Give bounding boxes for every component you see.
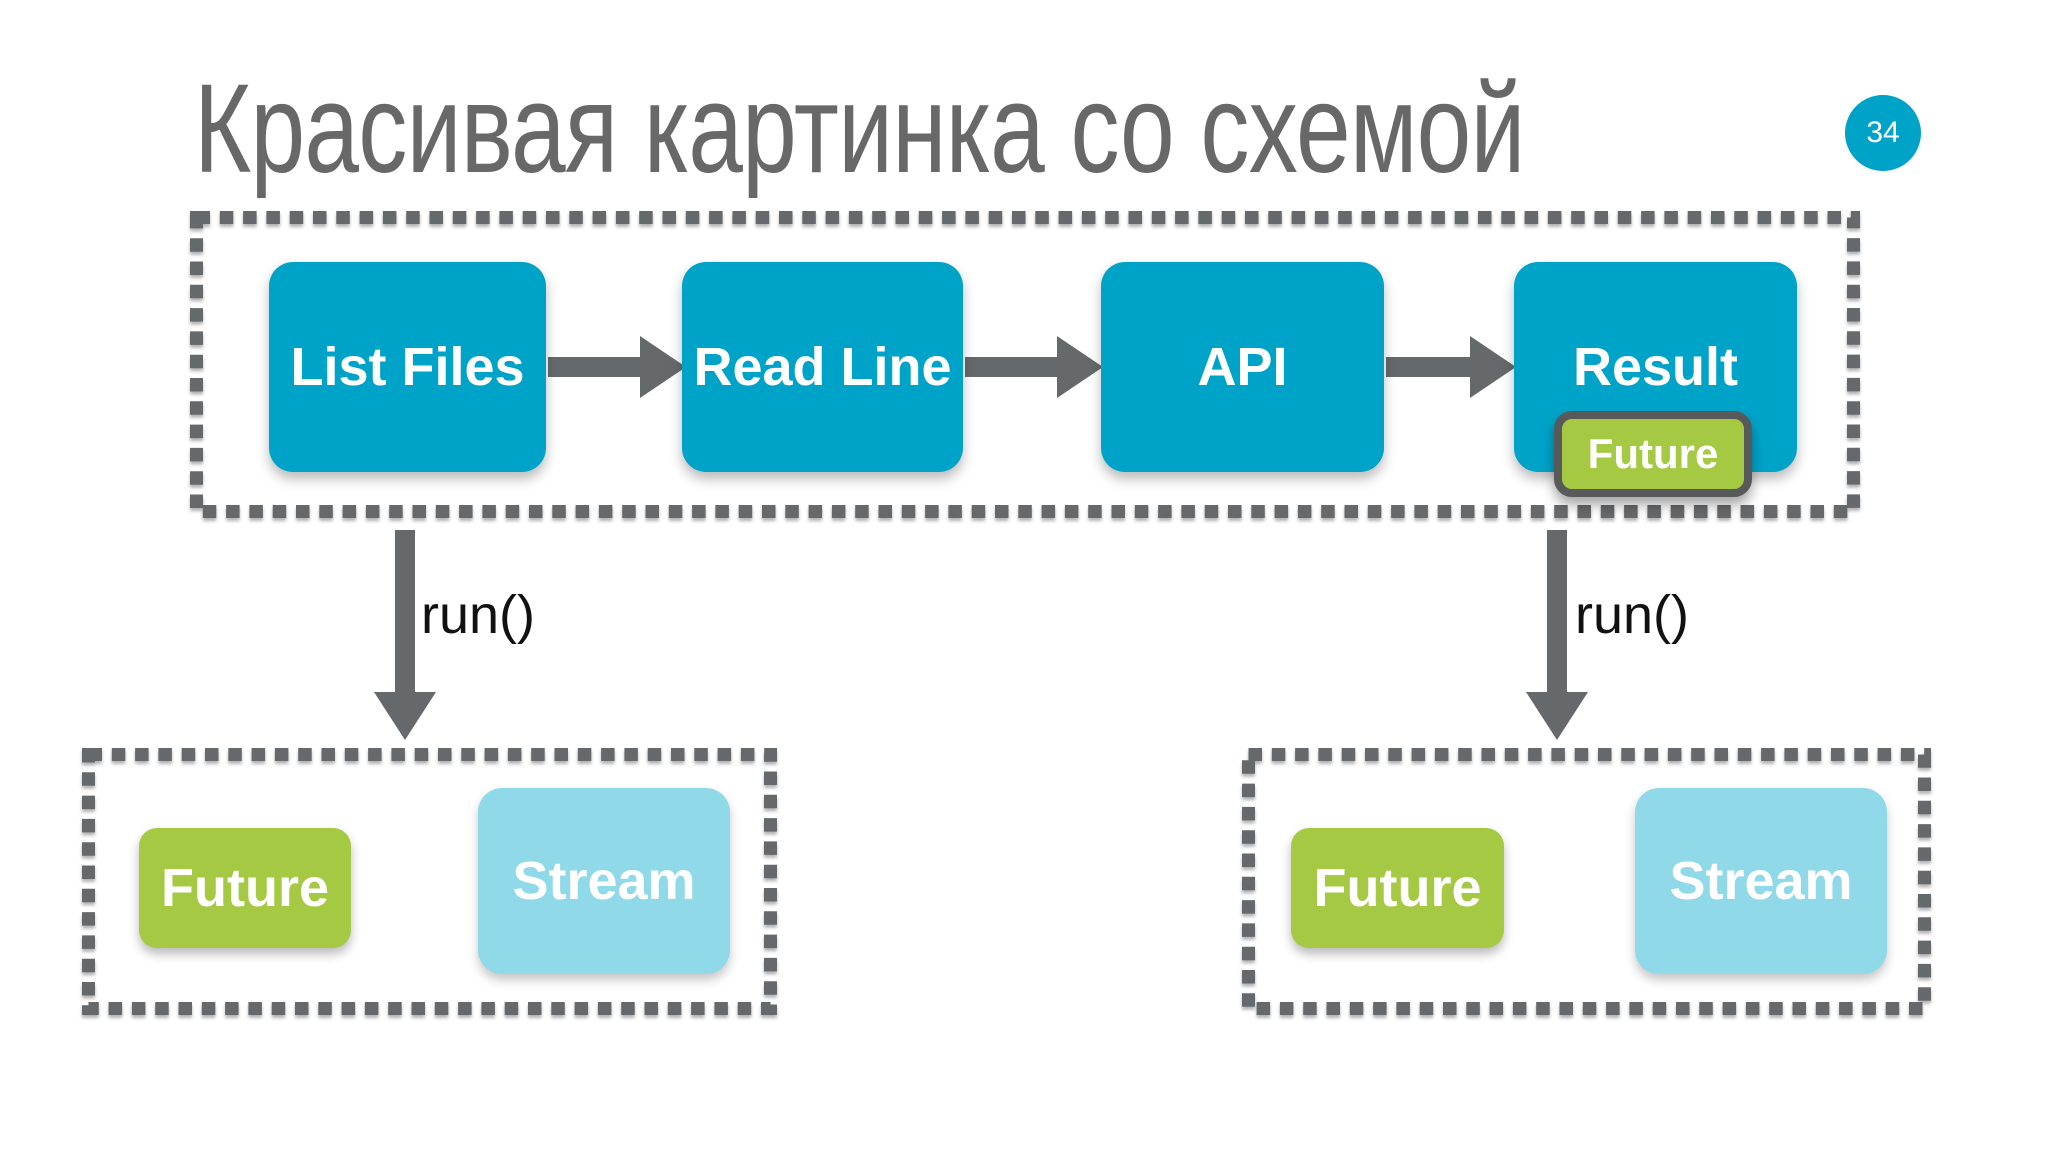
right-future-node: Future — [1291, 828, 1504, 948]
arrow-head-list-files-to-read-line — [640, 336, 686, 398]
left-stream-node: Stream — [478, 788, 730, 974]
arrow-head-run-right — [1526, 692, 1588, 740]
left-stream-label: Stream — [512, 851, 696, 911]
node-read-line: Read Line — [682, 262, 963, 472]
result-future-badge: Future — [1554, 411, 1752, 497]
right-future-label: Future — [1313, 858, 1482, 918]
node-result-label: Result — [1572, 337, 1739, 397]
arrow-head-api-to-result — [1470, 336, 1516, 398]
arrow-head-run-left — [374, 692, 436, 740]
node-api-label: API — [1197, 337, 1288, 397]
result-future-badge-label: Future — [1587, 430, 1719, 477]
run-call-label-left: run() — [421, 585, 536, 645]
page-number-badge: 34 — [1845, 95, 1921, 171]
output-frame-right — [1242, 748, 1931, 1015]
left-future-node: Future — [139, 828, 351, 948]
node-read-line-label: Read Line — [693, 337, 952, 397]
slide-title: Красивая картинка со схемой — [194, 58, 1525, 199]
node-list-files-label: List Files — [290, 337, 525, 397]
node-api: API — [1101, 262, 1384, 472]
right-stream-label: Stream — [1669, 851, 1853, 911]
right-stream-node: Stream — [1635, 788, 1887, 974]
node-list-files: List Files — [269, 262, 546, 472]
left-future-label: Future — [161, 858, 329, 918]
pipeline-frame — [190, 211, 1860, 518]
run-call-label-right: run() — [1575, 585, 1690, 645]
arrow-head-read-line-to-api — [1057, 336, 1103, 398]
